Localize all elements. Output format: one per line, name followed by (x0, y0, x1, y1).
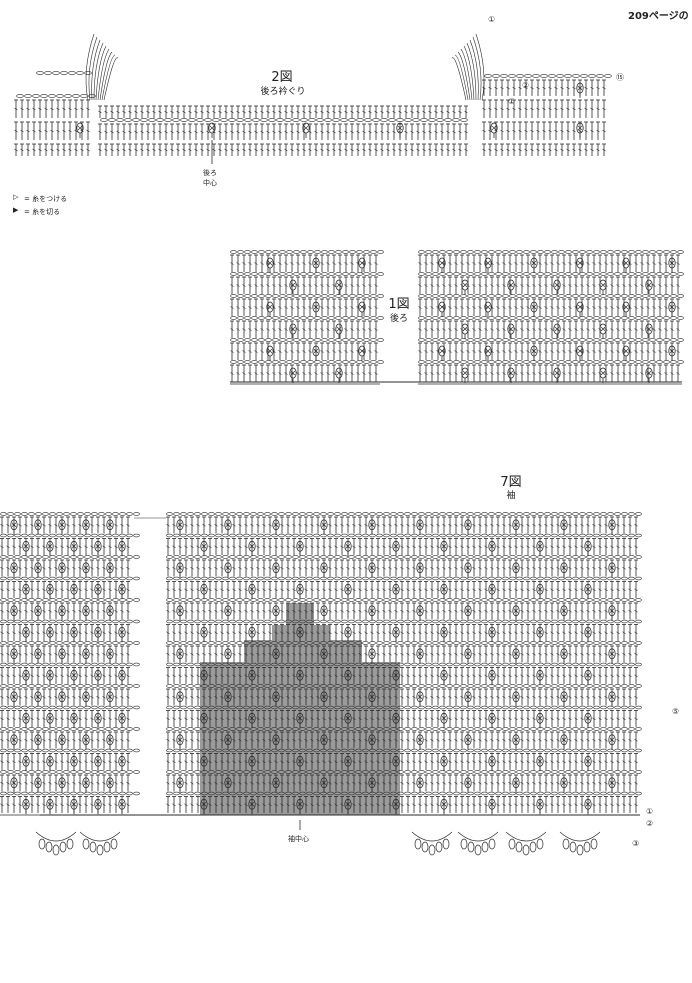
fig1-title: 1図 (384, 293, 414, 312)
fig7-row-marker: ③ (632, 839, 639, 848)
legend-cut-symbol: ▶ (13, 206, 18, 214)
fig2-center-label-2: 中心 (203, 178, 217, 188)
figure-2-neckline-chart (14, 34, 611, 164)
legend-attach-text: = 糸をつける (24, 194, 67, 204)
fig2-subtitle: 後ろ衿ぐり (248, 84, 318, 97)
fig7-row-marker: ⑤ (672, 707, 679, 716)
fig2-row-marker: ⑮ (616, 73, 624, 82)
fig2-center-label-1: 後ろ (203, 168, 217, 178)
fig2-row-marker: ① (488, 15, 495, 24)
legend-cut-text: = 糸を切る (24, 207, 60, 217)
figure-1-back-chart (230, 251, 683, 384)
fig7-subtitle: 袖 (496, 488, 526, 501)
fig7-center-label: 袖中心 (288, 834, 309, 844)
fig2-row-marker: ② (522, 81, 529, 90)
fig2-row-marker: ① (508, 97, 515, 106)
fig1-subtitle: 後ろ (384, 311, 414, 324)
fig7-row-marker: ② (646, 819, 653, 828)
legend-attach-symbol: ▷ (13, 193, 18, 201)
page-reference: 209ページの (628, 7, 689, 22)
fig2-title: 2図 (262, 66, 302, 85)
fig7-row-marker: ① (646, 807, 653, 816)
